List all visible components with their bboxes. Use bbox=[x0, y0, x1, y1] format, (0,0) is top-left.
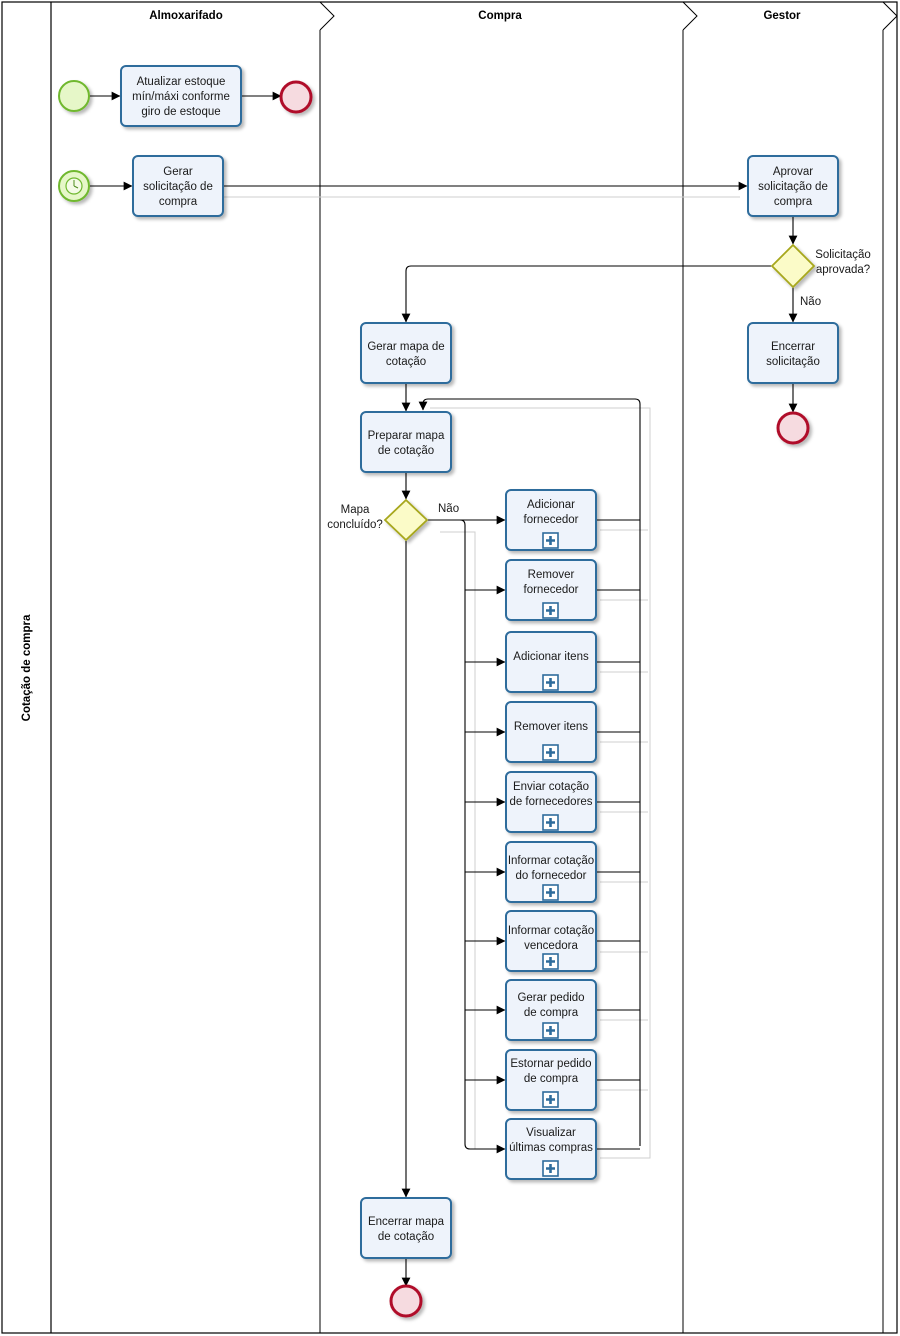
task-label: Adicionar bbox=[527, 499, 575, 511]
task-label: giro de estoque bbox=[141, 106, 220, 118]
task-aprovar-solicitacao[interactable]: Aprovar solicitação de compra bbox=[747, 155, 839, 217]
task-label: Estornar pedido bbox=[510, 1058, 591, 1070]
gateway-label: aprovada? bbox=[816, 264, 870, 276]
gateway-label: Mapa bbox=[341, 504, 370, 516]
expand-plus-icon[interactable] bbox=[542, 1022, 559, 1039]
sequence-flows bbox=[89, 91, 798, 1287]
task-encerrar-mapa[interactable]: Encerrar mapa de cotação bbox=[360, 1197, 452, 1259]
task-label: cotação bbox=[386, 356, 426, 368]
flow-branch-trunk bbox=[459, 519, 471, 1150]
task-label: do fornecedor bbox=[516, 870, 587, 882]
expand-plus-icon[interactable] bbox=[542, 814, 559, 831]
task-label: Encerrar mapa bbox=[368, 1216, 445, 1228]
subprocess-remover-fornecedor[interactable]: Remover fornecedor bbox=[505, 559, 597, 621]
task-label: solicitação bbox=[766, 356, 820, 368]
task-label: de cotação bbox=[378, 445, 434, 457]
expand-plus-icon[interactable] bbox=[542, 602, 559, 619]
task-label: de compra bbox=[524, 1007, 579, 1019]
task-label: fornecedor bbox=[524, 584, 579, 596]
expand-plus-icon[interactable] bbox=[542, 674, 559, 691]
task-label: compra bbox=[774, 196, 813, 208]
gateway-mapa-concluido[interactable] bbox=[383, 498, 429, 542]
subprocess-enviar-cotacao[interactable]: Enviar cotação de fornecedores bbox=[505, 771, 597, 833]
expand-plus-icon[interactable] bbox=[542, 1091, 559, 1108]
expand-plus-icon[interactable] bbox=[542, 532, 559, 549]
task-gerar-solicitacao[interactable]: Gerar solicitação de compra bbox=[132, 155, 224, 217]
start-event[interactable] bbox=[58, 80, 90, 112]
task-label: Aprovar bbox=[773, 166, 813, 178]
lane-title-almoxarifado: Almoxarifado bbox=[149, 10, 223, 22]
task-label: últimas compras bbox=[509, 1142, 593, 1154]
subprocess-visualizar-ultimas-compras[interactable]: Visualizar últimas compras bbox=[505, 1118, 597, 1180]
task-label: Informar cotação bbox=[508, 925, 594, 937]
lane-title-compra: Compra bbox=[478, 10, 522, 22]
end-event[interactable] bbox=[389, 1284, 423, 1318]
pool-title: Cotação de compra bbox=[21, 614, 33, 721]
subprocess-estornar-pedido[interactable]: Estornar pedido de compra bbox=[505, 1049, 597, 1111]
task-atualizar-estoque[interactable]: Atualizar estoque mín/máxi conforme giro… bbox=[120, 65, 242, 127]
end-event[interactable] bbox=[279, 80, 313, 114]
flow-gateway-gerar-mapa bbox=[401, 265, 773, 323]
expand-plus-icon[interactable] bbox=[542, 1160, 559, 1177]
subprocess-remover-itens[interactable]: Remover itens bbox=[505, 701, 597, 763]
gateway-label: concluído? bbox=[327, 519, 383, 531]
subprocess-adicionar-fornecedor[interactable]: Adicionar fornecedor bbox=[505, 489, 597, 551]
subprocess-informar-cotacao-fornecedor[interactable]: Informar cotação do fornecedor bbox=[505, 841, 597, 903]
task-label: Remover bbox=[528, 569, 575, 581]
gateway-solicitacao-aprovada[interactable] bbox=[770, 243, 816, 289]
lane-title-gestor: Gestor bbox=[763, 10, 801, 22]
end-event[interactable] bbox=[776, 411, 810, 445]
task-label: Encerrar bbox=[771, 341, 815, 353]
task-label: de fornecedores bbox=[509, 796, 592, 808]
task-label: Gerar bbox=[163, 166, 193, 178]
task-gerar-mapa[interactable]: Gerar mapa de cotação bbox=[360, 322, 452, 384]
expand-plus-icon[interactable] bbox=[542, 884, 559, 901]
task-label: compra bbox=[159, 196, 198, 208]
task-preparar-mapa[interactable]: Preparar mapa de cotação bbox=[360, 411, 452, 473]
task-label: de cotação bbox=[378, 1231, 434, 1243]
task-label: Gerar mapa de bbox=[367, 341, 444, 353]
task-label: Adicionar itens bbox=[513, 651, 589, 663]
task-label: solicitação de bbox=[143, 181, 213, 193]
task-label: Gerar pedido bbox=[517, 992, 584, 1004]
task-label: Visualizar bbox=[526, 1127, 576, 1139]
gateway-label: Solicitação bbox=[815, 249, 871, 261]
task-label: vencedora bbox=[524, 940, 578, 952]
task-label: mín/máxi conforme bbox=[132, 91, 230, 103]
expand-plus-icon[interactable] bbox=[542, 744, 559, 761]
flow-return-trunk bbox=[418, 398, 641, 1146]
task-label: Informar cotação bbox=[508, 855, 594, 867]
task-label: Preparar mapa bbox=[368, 430, 445, 442]
task-label: fornecedor bbox=[524, 514, 579, 526]
branch-label-nao: Não bbox=[800, 296, 821, 308]
subprocess-adicionar-itens[interactable]: Adicionar itens bbox=[505, 631, 597, 693]
task-label: solicitação de bbox=[758, 181, 828, 193]
task-label: de compra bbox=[524, 1073, 579, 1085]
task-label: Atualizar estoque bbox=[137, 76, 226, 88]
task-label: Enviar cotação bbox=[513, 781, 589, 793]
lane-headers: Almoxarifado Compra Gestor bbox=[51, 1, 898, 1333]
expand-plus-icon[interactable] bbox=[542, 953, 559, 970]
task-label: Remover itens bbox=[514, 721, 588, 733]
task-encerrar-solicitacao[interactable]: Encerrar solicitação bbox=[747, 322, 839, 384]
branch-label-nao: Não bbox=[438, 503, 459, 515]
timer-start-event[interactable] bbox=[58, 170, 90, 202]
subprocess-gerar-pedido[interactable]: Gerar pedido de compra bbox=[505, 979, 597, 1041]
subprocess-informar-cotacao-vencedora[interactable]: Informar cotação vencedora bbox=[505, 910, 597, 972]
clock-icon bbox=[65, 177, 83, 195]
